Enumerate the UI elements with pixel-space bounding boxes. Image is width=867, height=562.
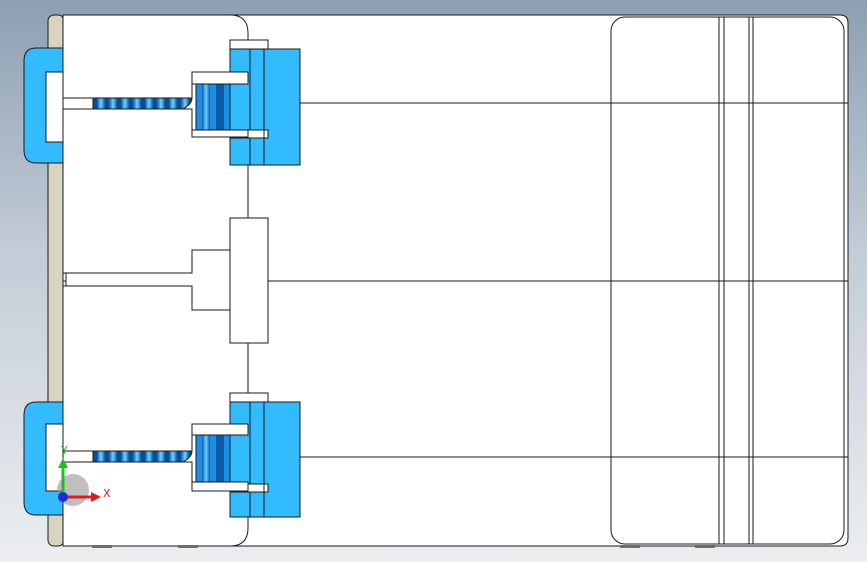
bottom-blue-block[interactable] xyxy=(247,401,301,518)
top-flange-cap-upper xyxy=(229,39,269,50)
top-flange-inner-lower xyxy=(191,129,249,138)
bottom-fins xyxy=(92,450,194,463)
bottom-slot-1 xyxy=(202,435,210,482)
center-step-fill xyxy=(65,249,231,311)
foot-3 xyxy=(620,545,640,548)
top-fins xyxy=(92,97,194,110)
top-slot-1 xyxy=(202,84,210,130)
triad-z-origin xyxy=(58,492,68,502)
bottom-flange-inner-upper xyxy=(191,423,249,436)
top-clamp-assembly[interactable] xyxy=(23,39,301,166)
foot-2 xyxy=(178,545,198,548)
top-left-clip-inner xyxy=(45,71,64,143)
center-block[interactable] xyxy=(229,217,269,344)
triad-x-arrow xyxy=(91,492,101,502)
bottom-flange-cap-upper xyxy=(229,392,269,403)
triad-x-label: X xyxy=(103,487,111,500)
top-shaft xyxy=(62,97,94,110)
top-blue-block[interactable] xyxy=(247,48,301,166)
top-flange-inner-upper xyxy=(191,71,249,85)
foot-4 xyxy=(695,545,715,548)
bottom-flange-inner-lower xyxy=(191,481,249,492)
coordinate-triad-icon[interactable]: X Y xyxy=(57,444,111,506)
bottom-clamp-assembly[interactable] xyxy=(23,392,301,518)
foot-1 xyxy=(92,545,112,548)
triad-y-label: Y xyxy=(60,444,68,457)
bottom-slot-2 xyxy=(216,435,224,482)
bottom-blue-flange[interactable] xyxy=(229,401,251,518)
top-slot-2 xyxy=(216,84,224,130)
top-blue-flange[interactable] xyxy=(229,48,251,166)
triad-y-arrow xyxy=(58,458,68,468)
